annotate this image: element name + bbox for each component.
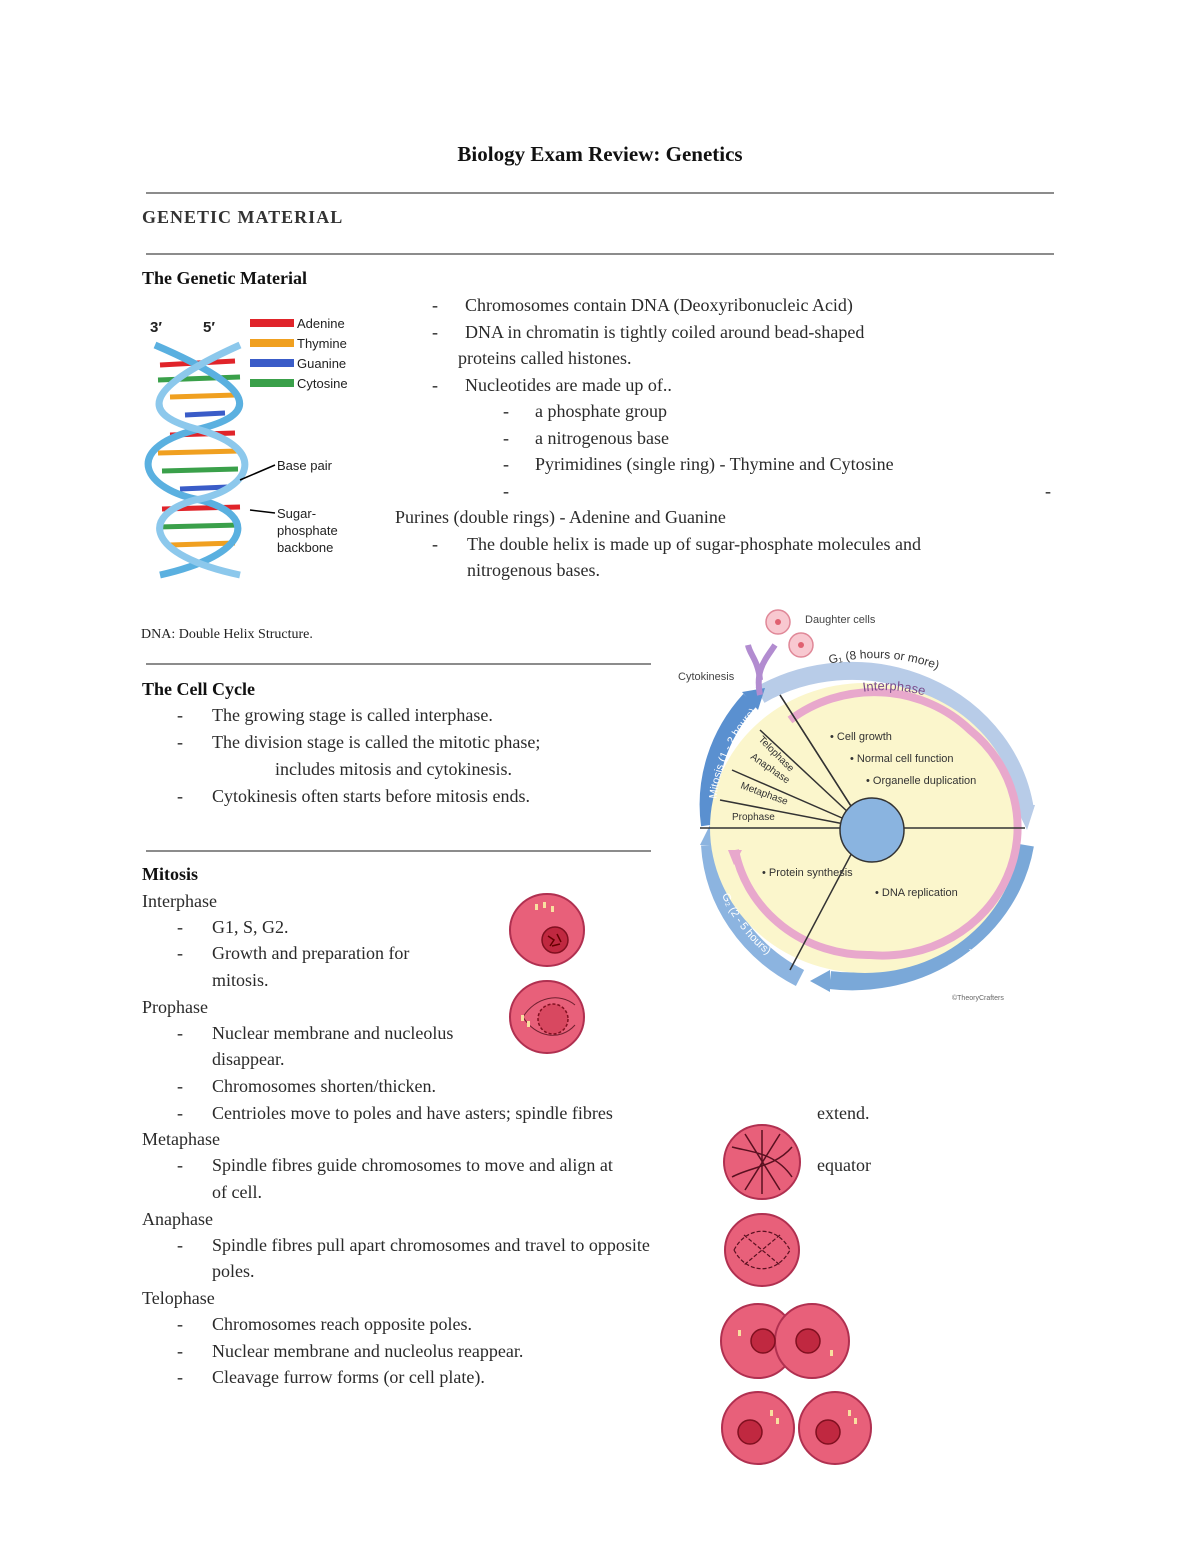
bullet-text: mitosis. xyxy=(212,970,269,990)
svg-text:• Protein synthesis: • Protein synthesis xyxy=(762,867,853,879)
bullet-dash: - xyxy=(503,401,509,421)
bullet-text: Nuclear membrane and nucleolus xyxy=(212,1023,454,1043)
bullet-text: a phosphate group xyxy=(535,401,667,421)
base-pair-label: Base pair xyxy=(277,458,333,473)
bullet-dash: - xyxy=(1045,481,1051,501)
genetic-material-heading: The Genetic Material xyxy=(142,268,307,288)
phase-label: Metaphase xyxy=(142,1129,220,1149)
bullet-text: Spindle fibres pull apart chromosomes an… xyxy=(212,1235,650,1255)
bullet-dash: - xyxy=(177,1235,183,1255)
cell-cycle-diagram: Daughter cells Cytokinesis G₁ (8 hours o… xyxy=(678,609,1035,1002)
svg-text:backbone: backbone xyxy=(277,540,333,555)
bullet-dash: - xyxy=(177,1076,183,1096)
divider xyxy=(146,253,1054,255)
base-color-legend: Adenine Thymine Guanine Cytosine xyxy=(250,316,348,391)
bullet-text: The growing stage is called interphase. xyxy=(212,705,493,725)
svg-text:Cytokinesis: Cytokinesis xyxy=(678,671,735,683)
divider xyxy=(146,192,1054,194)
bullet-text: Growth and preparation for xyxy=(212,943,410,963)
bullet-dash: - xyxy=(177,943,183,963)
interphase-cell-illustration xyxy=(509,893,585,967)
svg-text:Daughter cells: Daughter cells xyxy=(805,614,876,626)
bullet-text: extend. xyxy=(817,1103,870,1123)
prophase-cell-illustration xyxy=(509,980,585,1054)
telophase-cell-illustration xyxy=(720,1303,850,1379)
svg-text:• Normal cell function: • Normal cell function xyxy=(850,753,954,765)
daughter-cells-illustration xyxy=(721,1391,872,1465)
bullet-dash: - xyxy=(177,1314,183,1334)
bullet-text: disappear. xyxy=(212,1049,285,1069)
bullet-dash: - xyxy=(177,1341,183,1361)
bullet-text: nitrogenous bases. xyxy=(467,560,600,580)
phase-label: Telophase xyxy=(142,1288,215,1308)
bullet-text: equator xyxy=(817,1155,871,1175)
bullet-dash: - xyxy=(432,295,438,315)
bullet-dash: - xyxy=(177,1155,183,1175)
page-title: Biology Exam Review: Genetics xyxy=(457,142,743,166)
svg-text:• Cell growth: • Cell growth xyxy=(830,731,892,743)
bullet-text: Purines (double rings) - Adenine and Gua… xyxy=(395,507,726,527)
bullet-text: Nucleotides are made up of.. xyxy=(465,375,672,395)
bullet-text: The double helix is made up of sugar-pho… xyxy=(467,534,922,554)
svg-text:Guanine: Guanine xyxy=(297,356,346,371)
dna-double-helix-figure: 3′ 5′ Adenine Thymine Guanine Cytosine B… xyxy=(144,316,348,579)
svg-text:©TheoryCrafters: ©TheoryCrafters xyxy=(952,994,1004,1002)
phase-label: Interphase xyxy=(142,891,217,911)
bullet-text: DNA in chromatin is tightly coiled aroun… xyxy=(465,322,865,342)
bullet-text: poles. xyxy=(212,1261,255,1281)
svg-text:• Organelle duplication: • Organelle duplication xyxy=(866,775,976,787)
svg-text:• DNA replication: • DNA replication xyxy=(875,887,958,899)
dna-figure-caption: DNA: Double Helix Structure. xyxy=(141,627,313,642)
bullet-dash: - xyxy=(177,732,183,752)
bullet-text: Cytokinesis often starts before mitosis … xyxy=(212,786,530,806)
svg-text:Prophase: Prophase xyxy=(732,812,775,823)
phase-label: Prophase xyxy=(142,997,208,1017)
bullet-text: proteins called histones. xyxy=(458,348,632,368)
bullet-dash: - xyxy=(432,375,438,395)
bullet-text: a nitrogenous base xyxy=(535,428,669,448)
phase-label: Anaphase xyxy=(142,1209,213,1229)
svg-text:Adenine: Adenine xyxy=(297,316,345,331)
svg-text:Thymine: Thymine xyxy=(297,336,347,351)
cell-cycle-heading: The Cell Cycle xyxy=(142,679,255,699)
bullet-dash: - xyxy=(177,1103,183,1123)
bullet-dash: - xyxy=(432,322,438,342)
metaphase-cell-illustration xyxy=(723,1124,801,1200)
bullet-text: Pyrimidines (single ring) - Thymine and … xyxy=(535,454,894,474)
dna-3-prime-label: 3′ xyxy=(150,319,162,336)
mitosis-heading: Mitosis xyxy=(142,864,198,884)
bullet-text: Nuclear membrane and nucleolus reappear. xyxy=(212,1341,524,1361)
bullet-text: Spindle fibres guide chromosomes to move… xyxy=(212,1155,613,1175)
bullet-text: G1, S, G2. xyxy=(212,917,289,937)
svg-text:phosphate: phosphate xyxy=(277,523,338,538)
bullet-dash: - xyxy=(503,454,509,474)
bullet-text: of cell. xyxy=(212,1182,262,1202)
bullet-dash: - xyxy=(177,705,183,725)
bullet-text: Chromosomes reach opposite poles. xyxy=(212,1314,472,1334)
bullet-text: The division stage is called the mitotic… xyxy=(212,732,541,752)
divider xyxy=(146,850,651,852)
divider xyxy=(146,663,651,665)
section-heading: GENETIC MATERIAL xyxy=(142,207,344,227)
bullet-dash: - xyxy=(177,917,183,937)
bullet-text: Chromosomes contain DNA (Deoxyribonuclei… xyxy=(465,295,853,315)
bullet-dash: - xyxy=(177,786,183,806)
bullet-dash: - xyxy=(177,1367,183,1387)
bullet-text: includes mitosis and cytokinesis. xyxy=(275,759,512,779)
bullet-text: Chromosomes shorten/thicken. xyxy=(212,1076,436,1096)
bullet-text: Cleavage furrow forms (or cell plate). xyxy=(212,1367,485,1387)
bullet-dash: - xyxy=(503,428,509,448)
bullet-dash: - xyxy=(432,534,438,554)
backbone-label: Sugar- xyxy=(277,506,316,521)
anaphase-cell-illustration xyxy=(724,1213,800,1287)
svg-text:Cytosine: Cytosine xyxy=(297,376,348,391)
bullet-dash: - xyxy=(177,1023,183,1043)
bullet-dash: - xyxy=(503,481,509,501)
bullet-text: Centrioles move to poles and have asters… xyxy=(212,1103,613,1123)
dna-5-prime-label: 5′ xyxy=(203,319,215,336)
